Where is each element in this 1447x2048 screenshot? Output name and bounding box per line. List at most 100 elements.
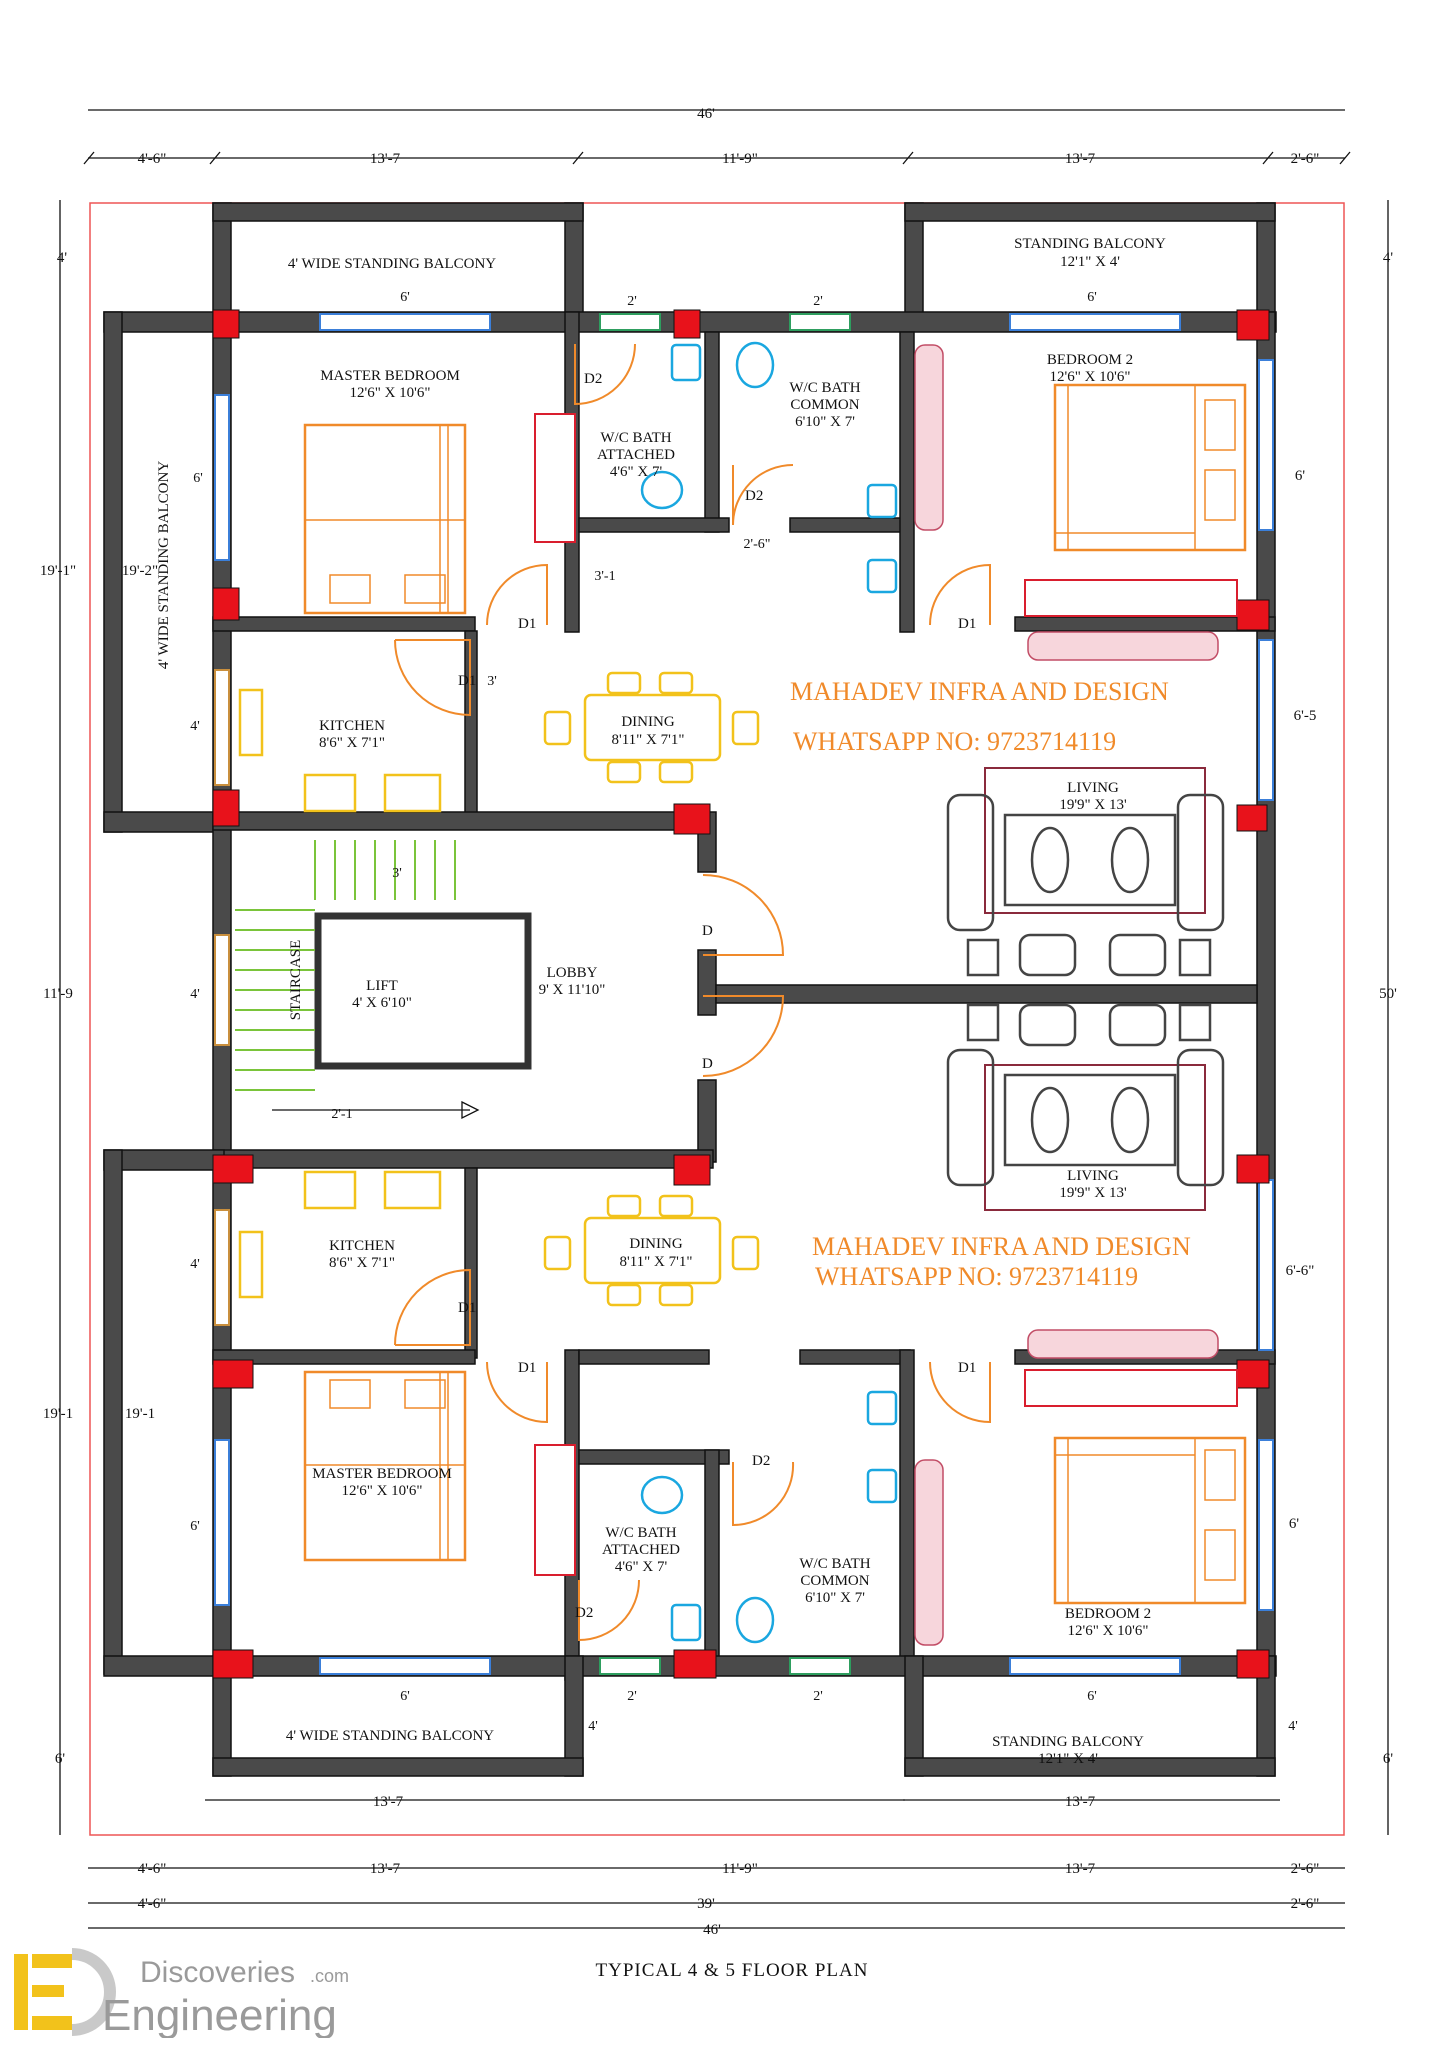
- top-dimension-lines: 46' 4'-6" 13'-7 11'-9" 13'-7 2'-6": [83, 106, 1351, 167]
- dim-stair-side: 4': [190, 987, 200, 1002]
- door-d2-c: D2: [752, 1453, 770, 1469]
- wc-attached-bot-2: ATTACHED: [602, 1542, 680, 1558]
- wc-common-top-2: COMMON: [790, 397, 859, 413]
- dining-top-label: DINING: [621, 714, 674, 730]
- dim-h-lower: 19'-1: [43, 1406, 73, 1422]
- dim-bed2-bot-window: 6': [1087, 1689, 1097, 1704]
- living-bot-size: 19'9" X 13': [1059, 1185, 1127, 1201]
- dining-bot-label: DINING: [629, 1236, 682, 1252]
- dim-w1: 4'-6": [138, 151, 167, 167]
- windows: [214, 313, 1274, 1675]
- living-sets: [946, 767, 1225, 1211]
- door-labels: D2 D2 D1 D1 D1 D D D1 D1 D1 D2 D2: [458, 371, 976, 1621]
- master-top-label: MASTER BEDROOM: [320, 368, 460, 384]
- logo-line1: Discoveries: [140, 1956, 295, 1989]
- dim-right-top: 4': [1383, 250, 1394, 266]
- dim-master-bot-side: 6': [190, 1519, 200, 1534]
- door-d2-b: D2: [745, 488, 763, 504]
- dim-total-height: 50': [1379, 986, 1397, 1002]
- door-d-a: D: [702, 923, 713, 939]
- dim-wc2-window: 2': [813, 294, 823, 309]
- dim-total-width: 46': [697, 106, 715, 122]
- door-d1-b: D1: [958, 616, 976, 632]
- watermark: MAHADEV INFRA AND DESIGN WHATSAPP NO: 97…: [790, 677, 1191, 1291]
- dim-wc-bot-window: 2': [627, 1689, 637, 1704]
- brand-top: MAHADEV INFRA AND DESIGN: [790, 677, 1169, 706]
- bed2-top-size: 12'6" X 10'6": [1050, 369, 1131, 385]
- dim-b-w1: 4'-6": [138, 1861, 167, 1877]
- master-bot-size: 12'6" X 10'6": [342, 1483, 423, 1499]
- living-bot-label: LIVING: [1067, 1168, 1119, 1184]
- plot-boundary: [89, 202, 1345, 1836]
- dim-b-w2: 13'-7: [370, 1861, 401, 1877]
- engineering-discoveries-logo: Discoveries .com Engineering: [10, 1946, 460, 2040]
- bottom-dimension-lines: 13'-7 13'-7 4'-6" 13'-7 11'-9" 13'-7 2'-…: [88, 1794, 1345, 1938]
- door-d1-d: D1: [958, 1360, 976, 1376]
- dim-total-inner: 39': [697, 1896, 715, 1912]
- dim-h-upper-in: 19'-2": [122, 563, 158, 579]
- door-d1-a: D1: [518, 616, 536, 632]
- kitchen-bot-size: 8'6" X 7'1": [329, 1255, 395, 1271]
- kitchen-top-size: 8'6" X 7'1": [319, 735, 385, 751]
- lift-label: LIFT: [366, 978, 398, 994]
- lobby-label: LOBBY: [547, 965, 598, 981]
- whatsapp-bottom: WHATSAPP NO: 9723714119: [815, 1262, 1138, 1291]
- balcony-top-right-size: 12'1" X 4': [1060, 254, 1120, 270]
- dim-kitchen-bot-side: 4': [190, 1257, 200, 1272]
- wc-attached-bot-size: 4'6" X 7': [615, 1559, 668, 1575]
- logo-line2: Engineering: [102, 1991, 337, 2038]
- dim-w5: 2'-6": [1291, 151, 1320, 167]
- balcony-top-right-label: STANDING BALCONY: [1014, 236, 1166, 252]
- door-d2-a: D2: [584, 371, 602, 387]
- lift-size: 4' X 6'10": [352, 995, 412, 1011]
- dim-bot-right-balc: 13'-7: [1065, 1794, 1096, 1810]
- wc-common-bot-1: W/C BATH: [799, 1556, 870, 1572]
- dim-h-upper: 19'-1": [40, 563, 76, 579]
- dim-right-bot: 6': [1383, 1751, 1394, 1767]
- dim-six-six: 6'-6": [1286, 1263, 1315, 1279]
- dim-c-w1: 4'-6": [138, 1896, 167, 1912]
- room-labels-upper: 4' WIDE STANDING BALCONY STANDING BALCON…: [156, 236, 1166, 1020]
- wc-common-top-size: 6'10" X 7': [795, 414, 855, 430]
- bed2-bot-size: 12'6" X 10'6": [1068, 1623, 1149, 1639]
- columns: [212, 309, 1270, 1679]
- logo-suffix: .com: [310, 1966, 349, 1986]
- doors: [394, 343, 991, 1642]
- balcony-top-left-label: 4' WIDE STANDING BALCONY: [288, 256, 496, 272]
- whatsapp-top: WHATSAPP NO: 9723714119: [793, 727, 1116, 756]
- dim-two-one: 2'-1: [331, 1107, 352, 1122]
- dim-h-bot: 6': [55, 1751, 66, 1767]
- door-d-b: D: [702, 1056, 713, 1072]
- wc-attached-top-2: ATTACHED: [597, 447, 675, 463]
- dim-kitchen-side: 4': [190, 719, 200, 734]
- dim-w2: 13'-7: [370, 151, 401, 167]
- door-d1-k: D1: [458, 673, 476, 689]
- dim-b-w4: 13'-7: [1065, 1861, 1096, 1877]
- master-bot-label: MASTER BEDROOM: [312, 1466, 452, 1482]
- dim-three-one: 3'-1: [594, 569, 615, 584]
- logo-mark: [14, 1948, 116, 2036]
- right-dimension-lines: 4' 50' 6' 6' 6'-5 6'-6" 6': [1286, 200, 1397, 1835]
- balcony-bot-left-label: 4' WIDE STANDING BALCONY: [286, 1728, 494, 1744]
- dim-b-w5: 2'-6": [1291, 1861, 1320, 1877]
- dim-balc-bot-depth: 4': [588, 1719, 598, 1734]
- room-labels-lower: LIVING 19'9" X 13' KITCHEN 8'6" X 7'1" D…: [286, 1168, 1151, 1767]
- door-d1-c: D1: [518, 1360, 536, 1376]
- dining-top-size: 8'11" X 7'1": [612, 732, 685, 748]
- dim-h-lower-in: 19'-1: [125, 1406, 155, 1422]
- balcony-side-top-label: 4' WIDE STANDING BALCONY: [156, 461, 172, 669]
- master-top-size: 12'6" X 10'6": [350, 385, 431, 401]
- dim-master-bot-window: 6': [400, 1689, 410, 1704]
- dim-c-w5: 2'-6": [1291, 1896, 1320, 1912]
- plan-title: TYPICAL 4 & 5 FLOOR PLAN: [596, 1960, 869, 1981]
- wc-attached-bot-1: W/C BATH: [605, 1525, 676, 1541]
- staircase-treads: [235, 840, 480, 1120]
- dim-balc-bot-depth-r: 4': [1288, 1719, 1298, 1734]
- bed2-top-label: BEDROOM 2: [1047, 352, 1133, 368]
- dining-sets: [543, 671, 760, 1307]
- wc-common-top-1: W/C BATH: [789, 380, 860, 396]
- dim-master-window: 6': [400, 290, 410, 305]
- dim-wc-window: 2': [627, 294, 637, 309]
- balcony-bot-right-size: 12'1" X 4': [1038, 1751, 1098, 1767]
